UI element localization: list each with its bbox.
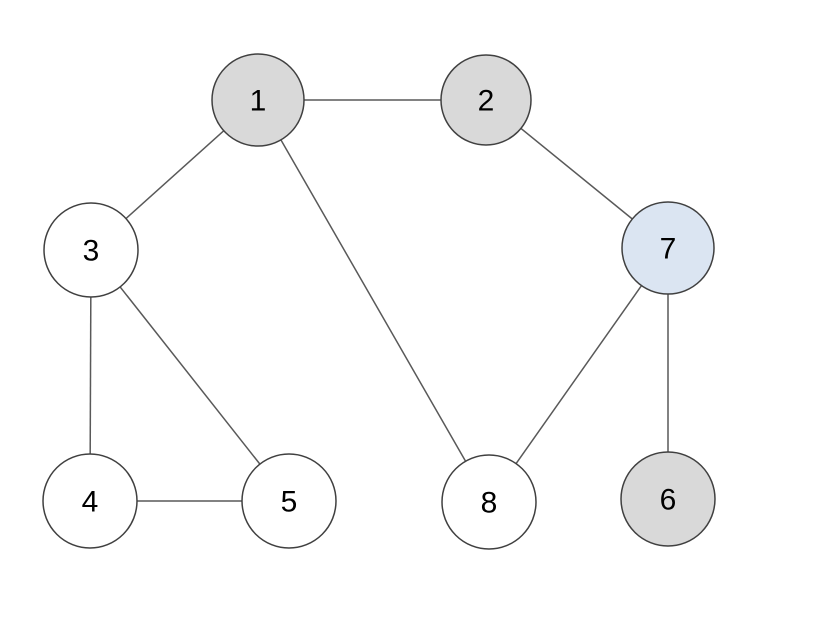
node-2[interactable]: 2: [440, 54, 532, 146]
node-circle-7[interactable]: [621, 201, 715, 295]
node-4[interactable]: 4: [42, 453, 138, 549]
node-7[interactable]: 7: [621, 201, 715, 295]
node-circle-3[interactable]: [43, 202, 139, 298]
node-1[interactable]: 1: [211, 53, 305, 147]
node-circle-4[interactable]: [42, 453, 138, 549]
node-circle-1[interactable]: [211, 53, 305, 147]
edge-3-5: [90, 249, 290, 502]
edge-7-8: [488, 247, 669, 503]
node-5[interactable]: 5: [241, 453, 337, 549]
node-circle-2[interactable]: [440, 54, 532, 146]
node-8[interactable]: 8: [441, 454, 537, 550]
node-6[interactable]: 6: [620, 451, 716, 547]
edge-1-8: [257, 99, 490, 503]
node-3[interactable]: 3: [43, 202, 139, 298]
node-circle-8[interactable]: [441, 454, 537, 550]
edge-layer: [89, 99, 669, 503]
node-circle-6[interactable]: [620, 451, 716, 547]
node-circle-5[interactable]: [241, 453, 337, 549]
node-layer: 1 2 3 4 5 6 7 8: [42, 53, 716, 550]
